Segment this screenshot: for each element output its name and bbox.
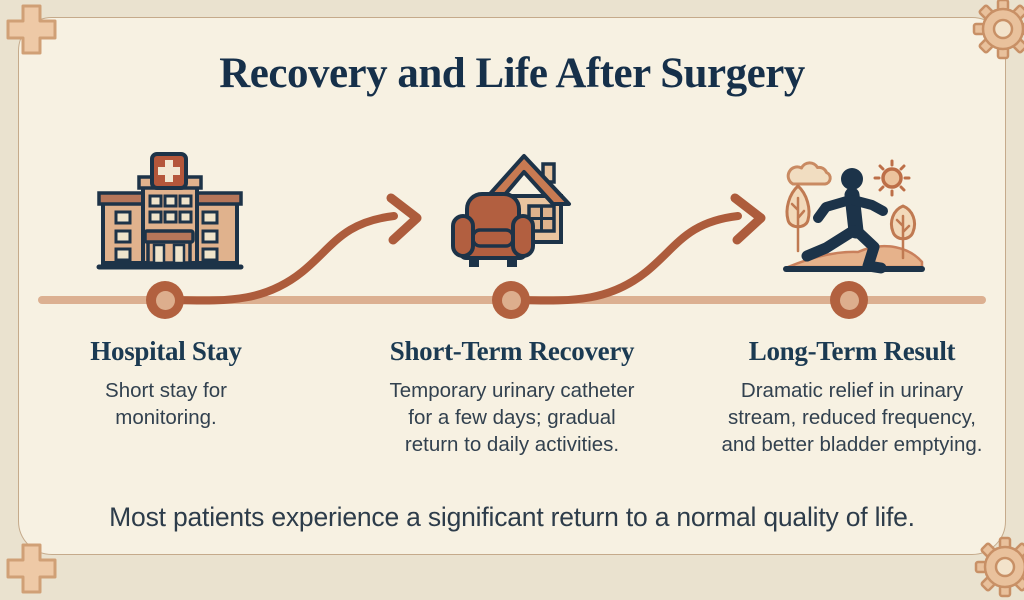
timeline-node-center <box>501 290 521 310</box>
plus-icon <box>6 543 57 594</box>
timeline-node <box>830 281 868 319</box>
curved-arrow-icon <box>516 193 766 305</box>
stage-heading: Long-Term Result <box>748 336 956 366</box>
armchair-home-icon <box>451 154 571 267</box>
gear-icon <box>972 0 1024 60</box>
gear-icon <box>974 536 1024 598</box>
timeline-node <box>492 281 530 319</box>
stage-heading: Short-Term Recovery <box>389 336 635 366</box>
stage-description: Temporary urinary catheter for a few day… <box>389 379 635 457</box>
summary-text: Most patients experience a significant r… <box>109 502 915 532</box>
curved-arrow-icon <box>172 193 422 305</box>
timeline-node <box>146 281 184 319</box>
hospital-building-icon <box>96 152 244 270</box>
page-title: Recovery and Life After Surgery <box>219 50 805 97</box>
plus-icon <box>6 4 57 55</box>
timeline-node-center <box>839 290 859 310</box>
stage-description: Dramatic relief in urinary stream, reduc… <box>721 379 983 457</box>
stage-heading: Hospital Stay <box>90 336 242 366</box>
stage-long-term-result: Long-Term Result Dramatic relief in urin… <box>697 336 1007 458</box>
stage-hospital-stay: Hospital Stay Short stay for monitoring. <box>26 336 306 431</box>
stage-short-term-recovery: Short-Term Recovery Temporary urinary ca… <box>357 336 667 458</box>
infographic-canvas: Recovery and Life After Surgery <box>6 0 1024 598</box>
stage-description: Short stay for monitoring. <box>105 379 227 430</box>
timeline-node-center <box>155 290 175 310</box>
person-running-outdoors-icon <box>783 159 925 274</box>
